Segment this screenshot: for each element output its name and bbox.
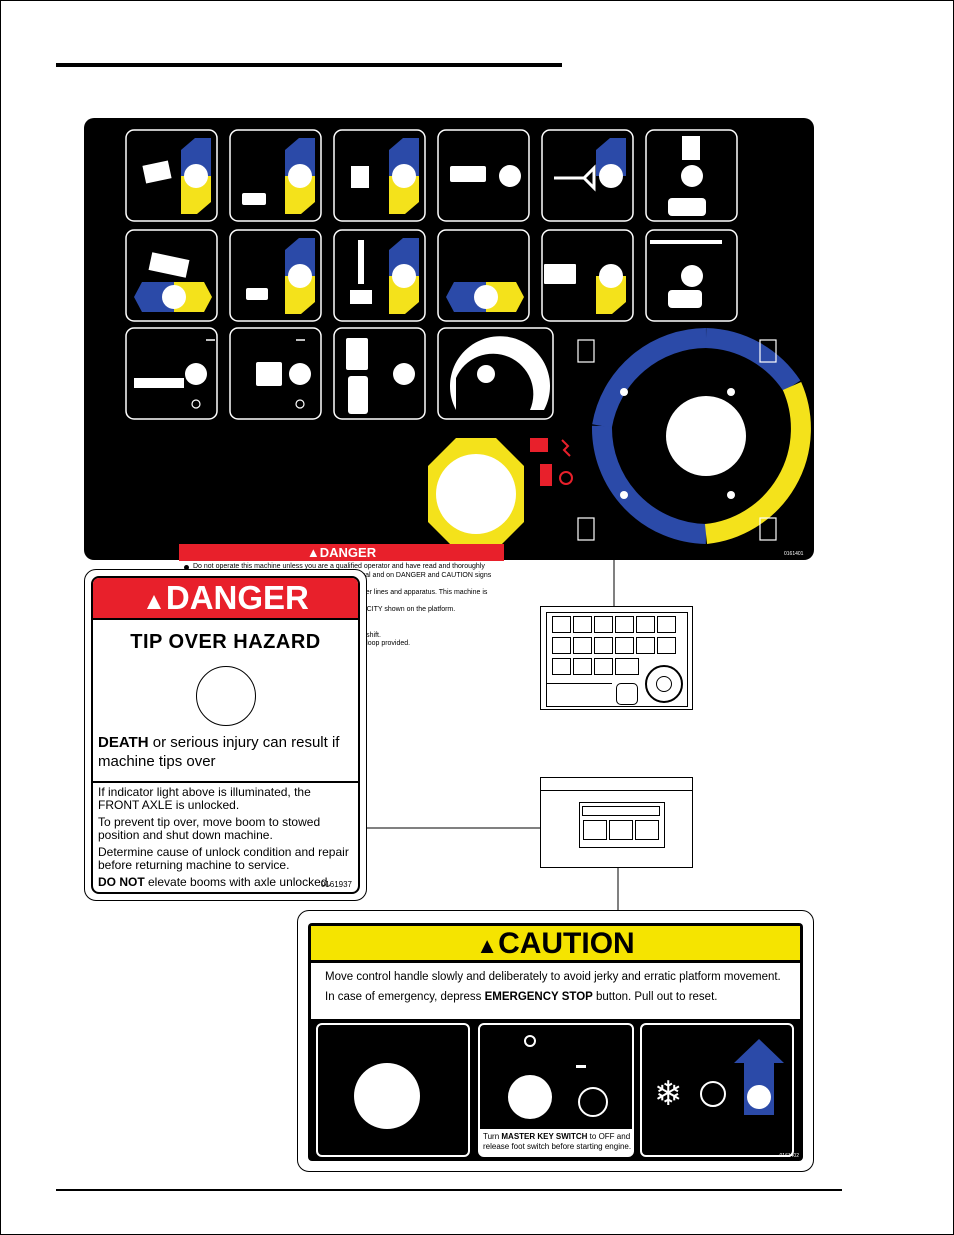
key-switch-button xyxy=(508,1075,552,1119)
toggle-switch-icons xyxy=(134,138,626,314)
caution-line: Move control handle slowly and deliberat… xyxy=(325,971,781,983)
danger-sign-header: ▲DANGER xyxy=(93,578,358,620)
danger-sign-body: If indicator light above is illuminated,… xyxy=(93,783,358,889)
control-panel-decal: ▲DANGER Do not operate this machine unle… xyxy=(84,118,814,670)
panel-graphics xyxy=(125,129,811,550)
danger-sign-para: To prevent tip over, move boom to stowed… xyxy=(98,815,321,842)
tile-boom-rotate xyxy=(125,129,738,420)
glow-plug-panel: ❄ xyxy=(640,1023,794,1157)
warning-triangle-icon: ▲ xyxy=(142,588,166,615)
caution-sign-header: ▲CAUTION xyxy=(311,926,800,960)
emergency-stop-panel xyxy=(316,1023,470,1157)
drive-joystick-ring xyxy=(591,328,811,544)
danger-sign-part-number: 0161937 xyxy=(320,880,352,889)
ground-panel-location-diagram xyxy=(540,777,693,868)
danger-sign-para: DO NOT elevate booms with axle unlocked. xyxy=(98,875,331,889)
caution-line: In case of emergency, depress EMERGENCY … xyxy=(325,991,718,1003)
warning-triangle-icon: ▲ xyxy=(306,545,320,560)
warning-triangle-icon: ▲ xyxy=(476,933,499,958)
panel-location-diagram xyxy=(540,606,693,710)
caution-sign: ▲CAUTION Move control handle slowly and … xyxy=(297,910,814,1172)
off-indicator-icon xyxy=(524,1035,536,1047)
danger-warning-header: ▲DANGER xyxy=(179,544,504,561)
function-pictograms xyxy=(134,136,722,414)
danger-tip-over-sign: ▲DANGER TIP OVER HAZARD DEATH or serious… xyxy=(84,569,367,901)
footer-rule xyxy=(56,1189,842,1191)
caution-sign-message: Move control handle slowly and deliberat… xyxy=(311,963,800,1019)
indicator-lights xyxy=(185,165,703,385)
up-arrow-icon xyxy=(734,1039,784,1115)
danger-sign-result: DEATH or serious injury can result if ma… xyxy=(98,734,340,770)
danger-sign-para: Determine cause of unlock condition and … xyxy=(98,845,349,872)
danger-sign-title: TIP OVER HAZARD xyxy=(130,631,321,653)
on-indicator-icon xyxy=(576,1065,586,1068)
emergency-stop-octagon xyxy=(428,438,524,550)
emergency-stop-button xyxy=(354,1063,420,1129)
key-switch-note: Turn MASTER KEY SWITCH to OFF and releas… xyxy=(480,1129,632,1155)
key-switch-panel: Turn MASTER KEY SWITCH to OFF and releas… xyxy=(478,1023,634,1157)
glow-plug-icon xyxy=(700,1081,726,1107)
header-rule xyxy=(56,63,562,67)
snowflake-icon: ❄ xyxy=(654,1075,683,1113)
start-icon xyxy=(578,1087,608,1117)
speed-dial-icon xyxy=(450,336,550,410)
caution-sign-part-number: 0161402 xyxy=(779,1153,799,1159)
panel-part-number: 0161401 xyxy=(784,551,804,557)
danger-sign-para: If indicator light above is illuminated,… xyxy=(98,785,311,812)
indicator-light-circle xyxy=(195,666,256,726)
